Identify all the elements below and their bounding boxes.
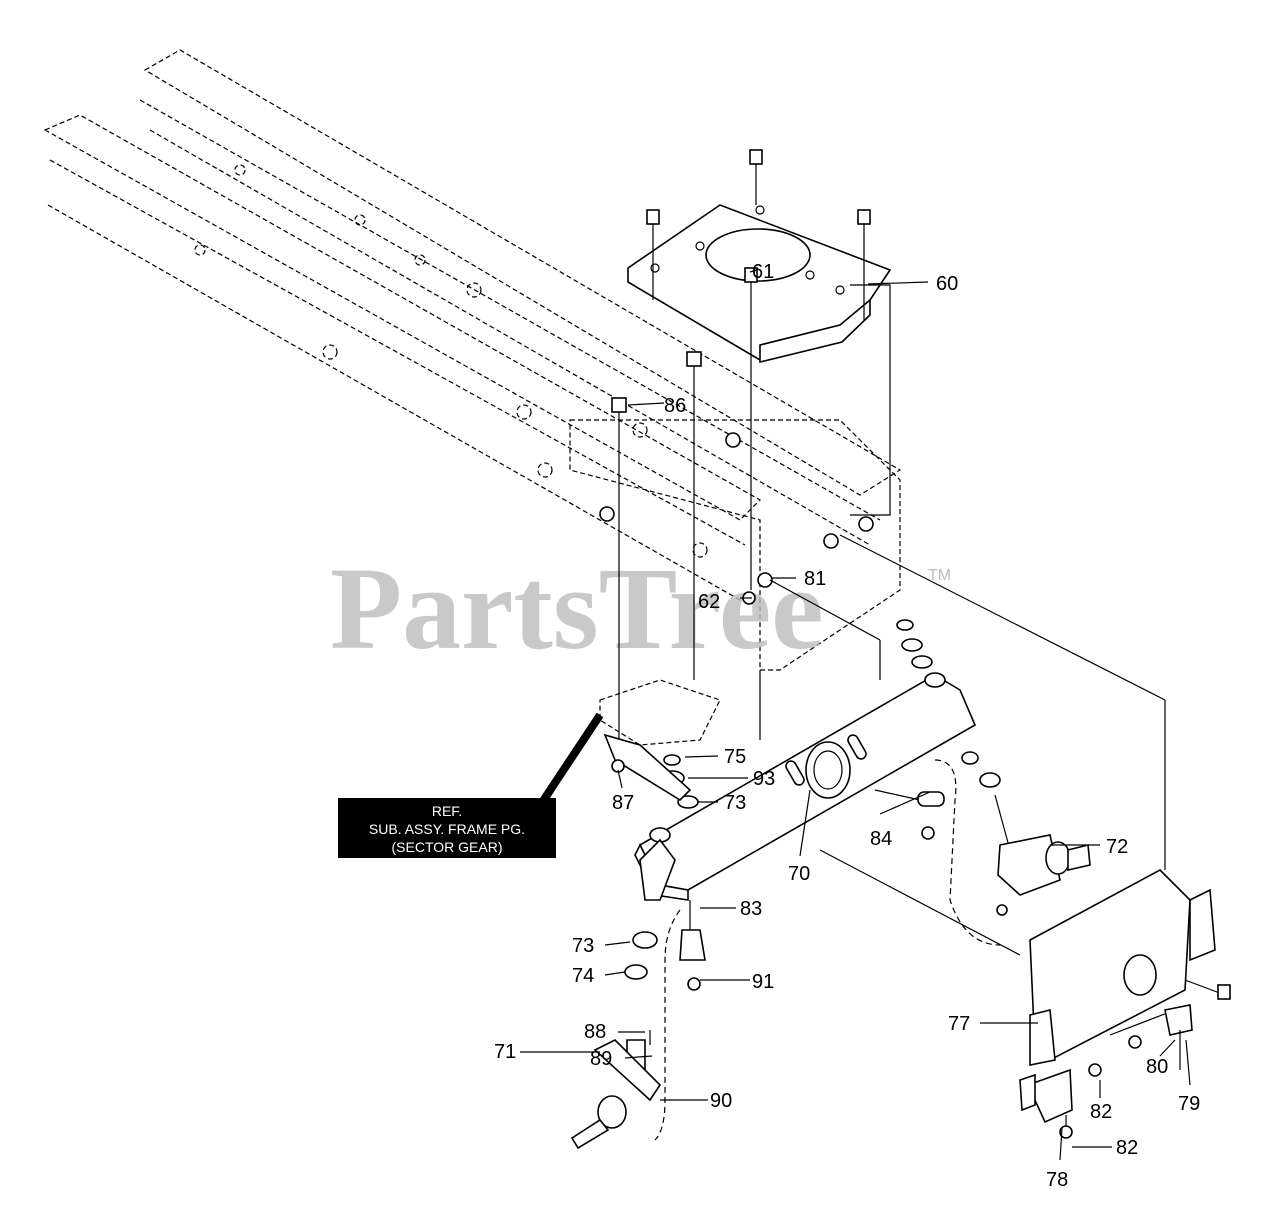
callout-87: 87 (612, 792, 634, 814)
callout-75: 75 (724, 746, 746, 768)
steering-plate (627, 204, 892, 364)
callout-71: 71 (494, 1041, 516, 1063)
callout-90: 90 (710, 1090, 732, 1112)
callout-79: 79 (1178, 1093, 1200, 1115)
leader-lines (520, 269, 1191, 1161)
callout-74: 74 (572, 965, 594, 987)
front-axle (634, 672, 977, 901)
frame-holes (194, 164, 708, 558)
callout-73-upper: 73 (724, 792, 746, 814)
watermark-trademark: TM (928, 567, 951, 584)
callout-73-lower: 73 (572, 935, 594, 957)
lower-bracket (1019, 1068, 1073, 1139)
callout-62: 62 (698, 591, 720, 613)
callout-86: 86 (664, 395, 686, 417)
guide-lines (759, 284, 1166, 870)
callout-80: 80 (1146, 1056, 1168, 1078)
callout-91: 91 (752, 971, 774, 993)
callout-93: 93 (753, 768, 775, 790)
washers (603, 619, 933, 809)
reference-line-2: SUB. ASSY. FRAME PG. (369, 821, 525, 837)
callout-89: 89 (590, 1048, 612, 1070)
reference-box: REF. SUB. ASSY. FRAME PG. (SECTOR GEAR) (338, 712, 604, 858)
callout-83: 83 (740, 898, 762, 920)
bolts-86 (599, 351, 874, 740)
callout-88: 88 (584, 1021, 606, 1043)
callouts: 60 61 86 81 62 75 93 73 87 84 72 70 83 7… (494, 261, 1200, 1191)
axle-bracket (1029, 869, 1231, 1077)
callout-61: 61 (752, 261, 774, 283)
callout-84: 84 (870, 828, 892, 850)
chassis-frame (43, 49, 902, 746)
bolts-61 (646, 149, 871, 590)
callout-70: 70 (788, 863, 810, 885)
tie-rod (654, 759, 1021, 1141)
callout-60: 60 (936, 273, 958, 295)
callout-77: 77 (948, 1013, 970, 1035)
left-spindle (570, 931, 662, 1150)
callout-81: 81 (804, 568, 826, 590)
watermark-brand: PartsTree (330, 543, 824, 674)
callout-82-lower: 82 (1116, 1137, 1138, 1159)
right-spindle (961, 751, 1091, 916)
reference-line-3: (SECTOR GEAR) (392, 839, 503, 855)
callout-78: 78 (1046, 1169, 1068, 1191)
reference-line-1: REF. (432, 803, 462, 819)
callout-72: 72 (1106, 836, 1128, 858)
callout-82-upper: 82 (1090, 1101, 1112, 1123)
